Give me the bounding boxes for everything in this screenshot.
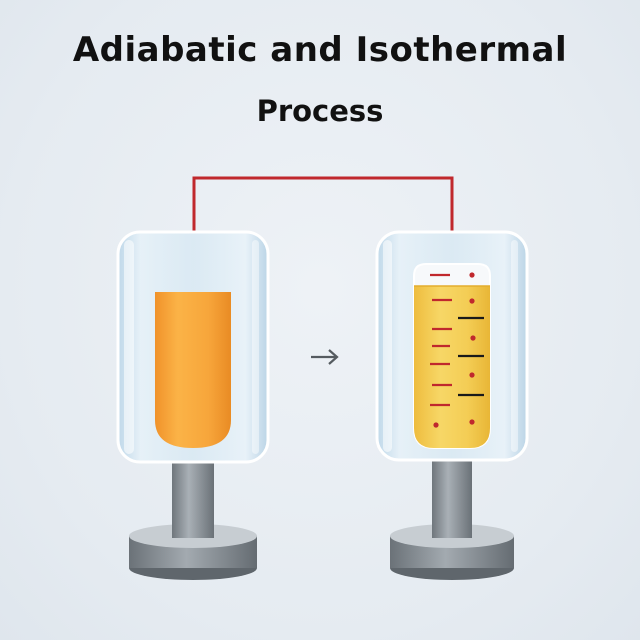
left-orange-fluid (155, 292, 231, 448)
left-stand (129, 462, 257, 580)
connector-wire (192, 176, 454, 232)
graduation-marks (430, 272, 484, 428)
right-arrow-icon (311, 349, 339, 365)
right-graduated-tube (413, 263, 491, 449)
right-yellow-fluid (414, 286, 490, 448)
diagram-subtitle: Process (256, 94, 384, 128)
left-apparatus (116, 230, 270, 580)
right-apparatus (375, 230, 529, 580)
right-stand (390, 460, 514, 580)
diagram-title: Adiabatic and Isothermal (72, 30, 568, 70)
